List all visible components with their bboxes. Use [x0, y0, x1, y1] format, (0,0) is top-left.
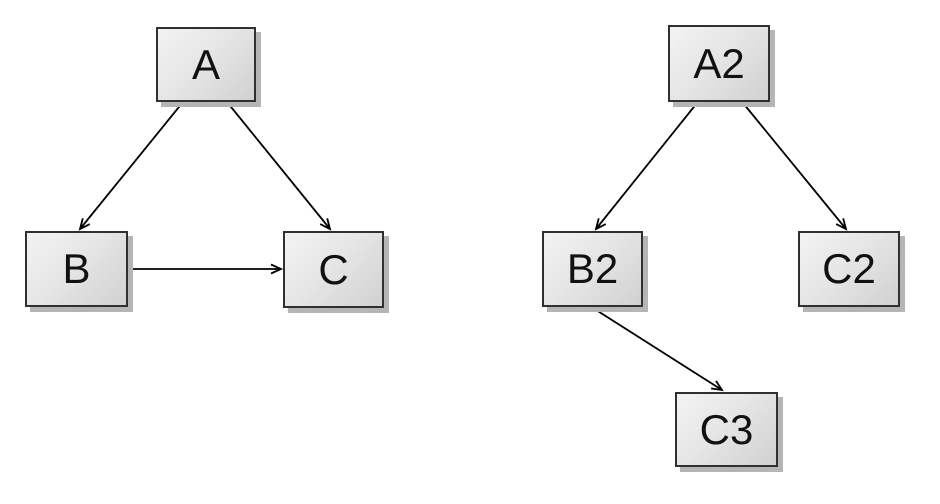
- node-C3[interactable]: C3: [675, 392, 778, 467]
- node-A[interactable]: A: [156, 27, 256, 102]
- node-label: A: [191, 40, 220, 88]
- node-label: C2: [822, 245, 876, 292]
- edge-A-B[interactable]: [78, 101, 184, 231]
- node-label: C3: [699, 405, 754, 453]
- node-C2[interactable]: C2: [798, 231, 900, 307]
- edge-B2-C3[interactable]: [592, 307, 724, 392]
- node-label: C: [318, 245, 349, 293]
- node-label: B: [62, 245, 91, 292]
- node-B2[interactable]: B2: [542, 231, 643, 307]
- edge-A2-C2[interactable]: [742, 102, 848, 231]
- edge-A-C[interactable]: [226, 101, 332, 231]
- edges-group: [78, 101, 848, 392]
- node-C[interactable]: C: [283, 231, 384, 308]
- node-B[interactable]: B: [25, 231, 128, 307]
- edge-A2-B2[interactable]: [594, 102, 698, 231]
- node-A2[interactable]: A2: [668, 25, 770, 102]
- node-label: B2: [566, 245, 619, 292]
- node-label: A2: [693, 39, 745, 87]
